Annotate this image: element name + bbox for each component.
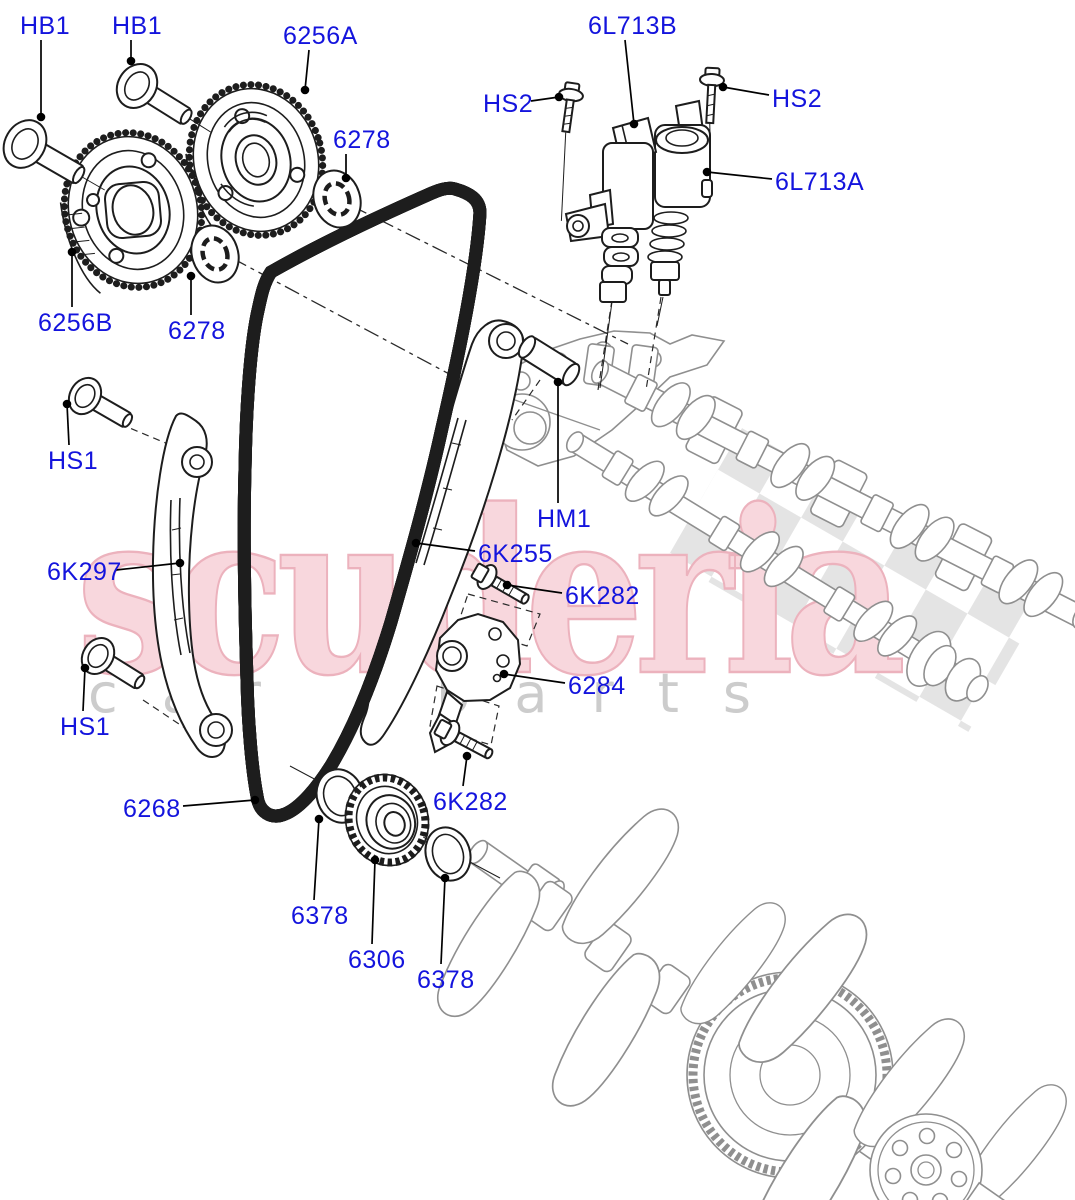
- leader-line-6k282-b: [462, 755, 468, 787]
- leader-line-hs1-b: [82, 667, 86, 712]
- bolt-hs1-a: [67, 376, 134, 428]
- intake-camshaft: [565, 431, 989, 703]
- leader-dot-hs1-a: [62, 399, 72, 409]
- leader-dot-6378-a: [314, 814, 324, 824]
- leader-dot-6k297: [175, 558, 185, 568]
- part-label-hm1[interactable]: HM1: [537, 505, 592, 533]
- exhaust-camshaft: [590, 360, 1075, 630]
- crank-sprocket-6306: [344, 773, 430, 867]
- leader-line-6378-a: [313, 818, 320, 901]
- part-label-6378-b[interactable]: 6378: [417, 966, 475, 994]
- part-label-6378-a[interactable]: 6378: [291, 902, 349, 930]
- leader-line-6k297: [115, 562, 181, 571]
- bolt-hs1-b: [80, 637, 146, 690]
- leader-line-6l713a: [706, 171, 773, 180]
- part-label-hb1-b[interactable]: HB1: [112, 12, 163, 40]
- clip-6278-b: [190, 224, 240, 284]
- bolt-6k282-b: [433, 719, 494, 760]
- bolt-hs2-a: [558, 81, 584, 221]
- leader-dot-6l713a: [702, 167, 712, 177]
- part-label-6k297[interactable]: 6K297: [47, 558, 122, 586]
- leader-dot-6256a: [300, 85, 310, 95]
- part-label-6278-a[interactable]: 6278: [333, 126, 391, 154]
- leader-dot-6k282-b: [462, 751, 472, 761]
- part-label-hs1-a[interactable]: HS1: [48, 447, 99, 475]
- leader-dot-hs2-b: [718, 82, 728, 92]
- leader-dot-6268: [250, 795, 260, 805]
- leader-dot-hm1: [553, 377, 563, 387]
- leader-dot-hs2-a: [554, 92, 564, 102]
- timing-chain: [244, 188, 487, 816]
- leader-dot-6306: [370, 855, 380, 865]
- leader-line-6256a: [304, 49, 310, 91]
- leader-dot-hb1-b: [126, 56, 136, 66]
- part-label-6l713a[interactable]: 6L713A: [775, 168, 865, 196]
- brand-watermark-text: scuderia: [76, 460, 902, 725]
- part-label-hs1-b[interactable]: HS1: [60, 713, 111, 741]
- crankshaft: [420, 794, 1075, 1200]
- part-label-6268[interactable]: 6268: [123, 795, 181, 823]
- leader-dot-6284: [499, 669, 509, 679]
- brand-watermark: scuderia car parts: [75, 459, 913, 726]
- leader-dot-hb1-a: [36, 112, 46, 122]
- leader-line-6378-b: [440, 877, 446, 965]
- part-label-6k282-a[interactable]: 6K282: [565, 582, 640, 610]
- bolt-6k282-a: [470, 562, 530, 605]
- leader-dot-6278-b: [186, 271, 196, 281]
- leader-line-hs2-b: [722, 86, 770, 96]
- leader-lines: [36, 39, 773, 965]
- tensioner-guide-6k297: [151, 412, 233, 758]
- bolt-hb1-a: [2, 119, 105, 191]
- part-label-hs2-b[interactable]: HS2: [772, 85, 823, 113]
- leader-line-6284: [503, 673, 566, 684]
- part-label-6306[interactable]: 6306: [348, 946, 406, 974]
- leader-line-6k255: [415, 542, 476, 552]
- crankshaft-flange: [869, 1113, 983, 1200]
- cam-phaser-6256b: [59, 129, 206, 294]
- solenoid-6l713a: [647, 99, 713, 327]
- cam-phaser-6256a: [185, 81, 327, 240]
- part-label-6k282-b[interactable]: 6K282: [433, 788, 508, 816]
- solenoid-6l713b: [564, 116, 658, 389]
- leader-line-6268: [182, 799, 256, 807]
- part-label-6k255[interactable]: 6K255: [478, 540, 553, 568]
- part-label-6284[interactable]: 6284: [568, 672, 626, 700]
- bolt-hs2-b: [699, 66, 725, 151]
- leader-dot-6378-b: [440, 873, 450, 883]
- part-label-hs2-a[interactable]: HS2: [483, 90, 534, 118]
- leader-line-6k282-a: [506, 584, 563, 594]
- part-label-6256b[interactable]: 6256B: [38, 309, 113, 337]
- leader-line-6306: [371, 859, 376, 945]
- fixed-guide-6k255: [359, 319, 525, 746]
- clip-6278-a: [312, 169, 362, 229]
- leader-dot-hs1-b: [80, 663, 90, 673]
- bolt-hb1-b: [115, 63, 212, 134]
- leader-line-6l713b: [624, 39, 635, 125]
- leader-dot-6k282-a: [502, 580, 512, 590]
- leader-dot-6256b: [67, 247, 77, 257]
- leader-line-hs2-a: [530, 96, 560, 102]
- leader-dot-6l713b: [629, 119, 639, 129]
- washer-6378-b: [424, 826, 472, 882]
- leader-line-hs1-a: [66, 403, 70, 446]
- leader-dot-6k255: [411, 538, 421, 548]
- part-label-hb1-a[interactable]: HB1: [20, 12, 71, 40]
- part-label-6278-b[interactable]: 6278: [168, 317, 226, 345]
- dowel-pin-hm1: [517, 335, 581, 387]
- part-label-6256a[interactable]: 6256A: [283, 22, 358, 50]
- part-label-6l713b[interactable]: 6L713B: [588, 12, 678, 40]
- leader-dot-6278-a: [341, 173, 351, 183]
